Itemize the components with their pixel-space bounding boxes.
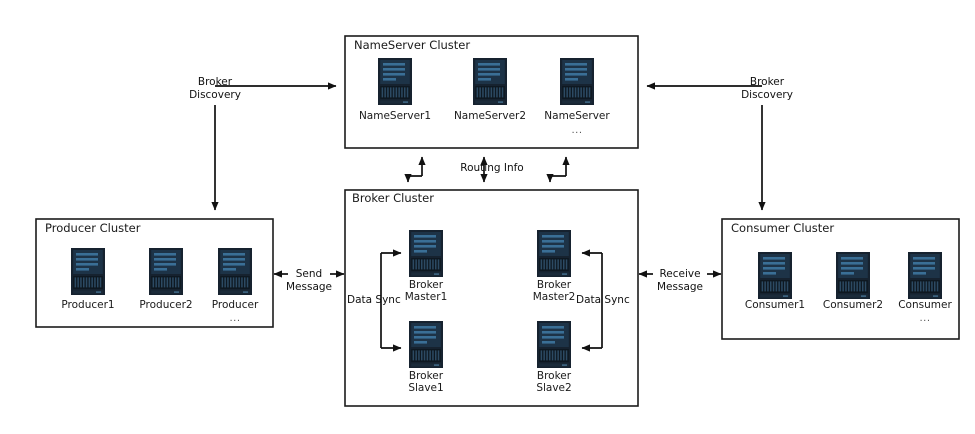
node-producer-more[interactable]: Producer ... — [212, 248, 259, 324]
send-message-label-line2: Message — [286, 281, 332, 293]
edge-broker-discovery-right[interactable]: Broker Discovery — [646, 76, 793, 211]
nameserver-cluster[interactable]: NameServer Cluster NameServer1 NameServe… — [344, 35, 639, 149]
nameserver-cluster-title: NameServer Cluster — [354, 38, 470, 52]
node-consumer-more-ellipsis: ... — [919, 313, 930, 324]
routing-info-right-down — [546, 174, 566, 183]
consumer-cluster-title: Consumer Cluster — [731, 221, 834, 235]
node-broker-slave2-label-line2: Slave2 — [536, 382, 571, 394]
node-broker-slave2[interactable]: Broker Slave2 — [536, 321, 572, 394]
broker-discovery-right-label-line1: Broker — [750, 76, 785, 88]
edge-data-sync-right[interactable]: Data Sync — [576, 249, 630, 352]
node-consumer2[interactable]: Consumer2 — [823, 252, 883, 311]
node-broker-slave2-label-line1: Broker — [537, 370, 572, 382]
routing-info-label: Routing Info — [460, 162, 523, 174]
node-broker-master1[interactable]: Broker Master1 — [405, 230, 448, 303]
node-nameserver1[interactable]: NameServer1 — [359, 58, 431, 122]
node-broker-master2-label-line2: Master2 — [533, 291, 576, 303]
producer-cluster[interactable]: Producer Cluster Producer1 Producer2 Pro… — [35, 218, 274, 328]
node-consumer1-label: Consumer1 — [745, 299, 805, 311]
broker-cluster-title: Broker Cluster — [352, 191, 434, 205]
edge-broker-discovery-left[interactable]: Broker Discovery — [189, 76, 337, 211]
node-consumer2-label: Consumer2 — [823, 299, 883, 311]
node-producer2-label: Producer2 — [139, 299, 192, 311]
producer-cluster-title: Producer Cluster — [45, 221, 141, 235]
edge-receive-message[interactable]: Receive Message — [638, 268, 722, 293]
node-broker-master2-label-line1: Broker — [537, 279, 572, 291]
node-producer-more-ellipsis: ... — [229, 313, 240, 324]
node-nameserver2[interactable]: NameServer2 — [454, 58, 526, 122]
node-producer2[interactable]: Producer2 — [139, 248, 193, 311]
broker-cluster-box — [344, 189, 639, 407]
node-broker-slave1-label-line1: Broker — [409, 370, 444, 382]
node-producer1[interactable]: Producer1 — [61, 248, 115, 311]
node-broker-master1-label-line1: Broker — [409, 279, 444, 291]
node-producer-more-label: Producer — [212, 299, 259, 311]
node-broker-master1-label-line2: Master1 — [405, 291, 448, 303]
node-broker-slave1[interactable]: Broker Slave1 — [408, 321, 444, 394]
node-nameserver-more[interactable]: NameServer ... — [544, 58, 610, 136]
node-nameserver-more-ellipsis: ... — [571, 125, 582, 136]
node-consumer1[interactable]: Consumer1 — [745, 252, 805, 311]
node-broker-slave1-label-line2: Slave1 — [408, 382, 443, 394]
broker-discovery-right-label-line2: Discovery — [741, 89, 793, 101]
broker-cluster[interactable]: Broker Cluster Broker Master1 Broker Mas… — [344, 189, 639, 407]
node-nameserver1-label: NameServer1 — [359, 110, 431, 122]
broker-discovery-left-label-line2: Discovery — [189, 89, 241, 101]
node-broker-master2[interactable]: Broker Master2 — [533, 230, 576, 303]
edge-data-sync-left[interactable]: Data Sync — [347, 249, 402, 352]
consumer-cluster[interactable]: Consumer Cluster Consumer1 Consumer2 Con… — [721, 218, 960, 340]
routing-info-left-down — [404, 174, 422, 183]
data-sync-right-label: Data Sync — [576, 294, 630, 306]
receive-message-label-line1: Receive — [659, 268, 700, 280]
node-consumer-more[interactable]: Consumer ... — [898, 252, 952, 324]
receive-message-label-line2: Message — [657, 281, 703, 293]
node-consumer-more-label: Consumer — [898, 299, 952, 311]
node-nameserver2-label: NameServer2 — [454, 110, 526, 122]
edge-routing-info[interactable]: Routing Info — [404, 156, 570, 183]
data-sync-left-label: Data Sync — [347, 294, 401, 306]
edge-send-message[interactable]: Send Message — [273, 268, 345, 293]
node-nameserver-more-label: NameServer — [544, 110, 610, 122]
send-message-label-line1: Send — [296, 268, 322, 280]
node-producer1-label: Producer1 — [61, 299, 114, 311]
broker-discovery-left-label-line1: Broker — [198, 76, 233, 88]
